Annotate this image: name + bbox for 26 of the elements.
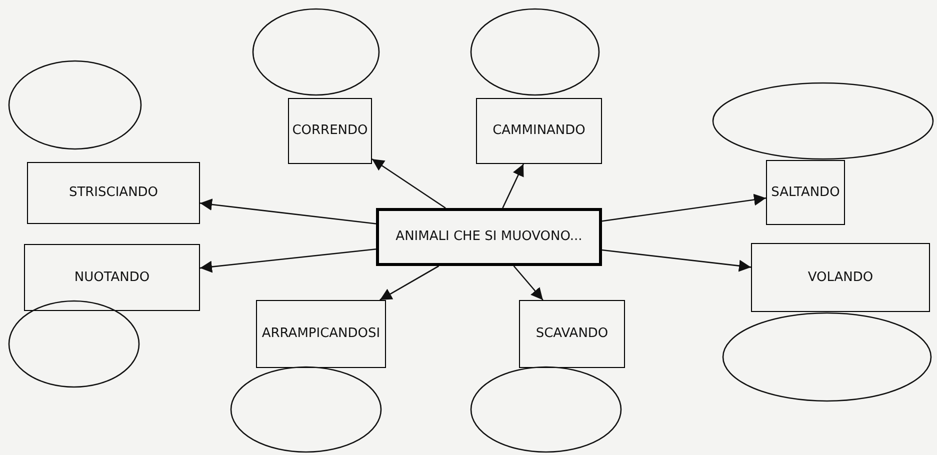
box-text: ARRAMPICANDOSI [260,325,382,343]
box-text: STRISCIANDO [68,184,160,202]
label-box [288,98,372,164]
box-text: CAMMINANDO [492,122,586,140]
arrow [380,265,440,301]
arrow [602,249,752,272]
arrow [200,248,376,273]
label-box [766,160,845,225]
label-box [476,98,602,164]
box-text: SALTANDO [770,184,841,202]
box-text: CORRENDO [291,122,369,140]
arrow [372,158,446,209]
arrow [200,198,376,224]
arrow [502,164,524,208]
label-box [519,300,625,368]
label-box [27,162,200,224]
arrow [513,266,544,300]
label-box [751,243,930,312]
box-text: SCAVANDO [534,325,610,343]
label-box [256,300,386,368]
arrow [602,194,766,222]
box-text: NUOTANDO [73,268,151,286]
box-text: ANIMALI CHE SI MUOVONO... [394,228,584,246]
label-box [24,244,200,311]
box-text: VOLANDO [806,268,874,286]
title-box [376,208,602,266]
